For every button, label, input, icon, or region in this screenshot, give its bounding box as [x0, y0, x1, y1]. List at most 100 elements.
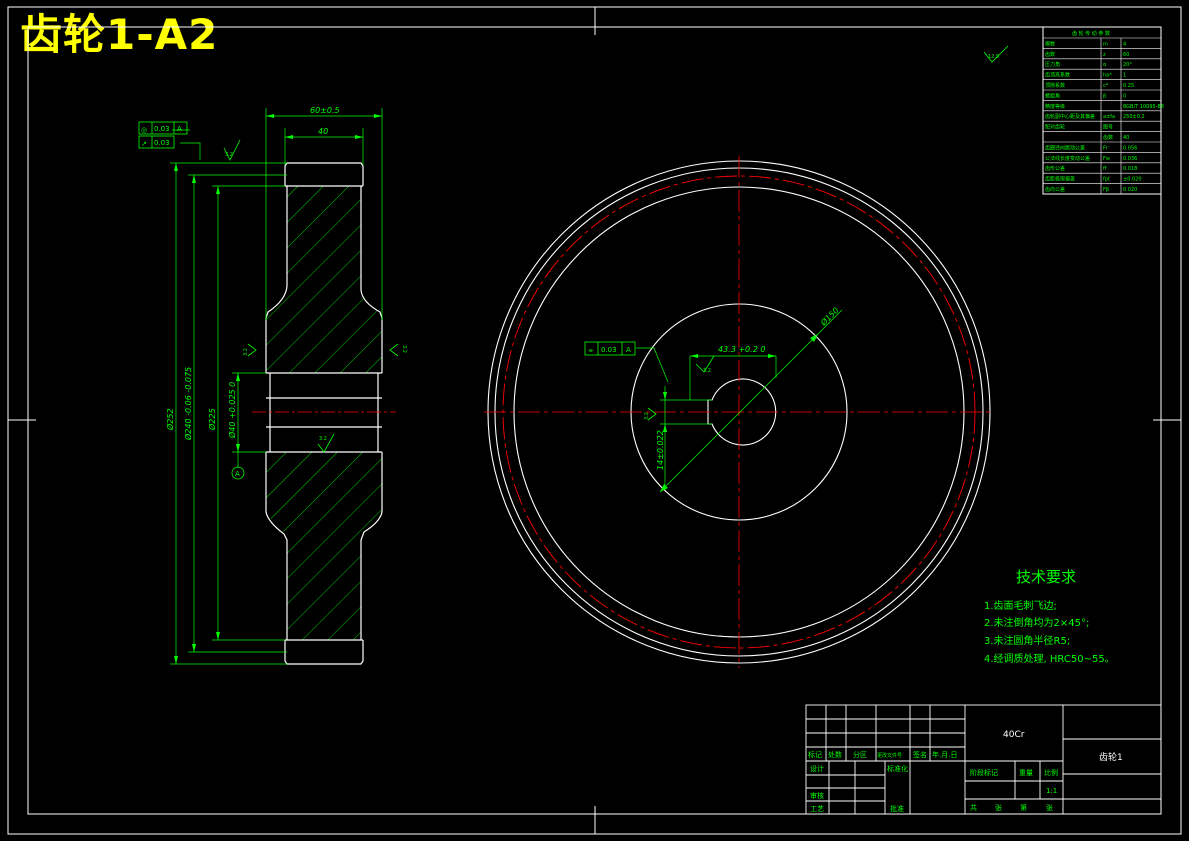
- param-cell: 齿数: [1103, 134, 1113, 141]
- param-cell: fpt: [1103, 177, 1110, 183]
- param-cell: β: [1103, 93, 1106, 99]
- param-cell: 齿顶高系数: [1045, 72, 1070, 79]
- param-cell: 齿向公差: [1045, 186, 1065, 193]
- param-cell: 0.018: [1123, 166, 1137, 172]
- drawing-title: 齿轮1-A2: [20, 10, 219, 59]
- label-mark: 标记: [808, 750, 822, 759]
- tech-req-item-2: 2.未注倒角均为2×45°;: [984, 616, 1089, 629]
- param-cell: 40: [1123, 135, 1129, 141]
- param-cell: 齿圈径向跳动公差: [1045, 144, 1085, 151]
- roughness-key-side: 3.2: [644, 412, 650, 420]
- dim-dia-outer: Ø252: [165, 408, 175, 431]
- param-cell: 齿轮副中心距及其偏差: [1045, 113, 1095, 120]
- tolerance-frame-runout: ↗ 0.03: [138, 135, 175, 149]
- label-standard: 标准化: [887, 764, 908, 773]
- param-cell: 0: [1123, 93, 1126, 99]
- param-cell: 螺旋角: [1045, 92, 1060, 99]
- dim-dia-bore: Ø40 +0.025 0: [227, 382, 237, 439]
- roughness-left: 3.2: [243, 348, 249, 356]
- param-cell: 0.036: [1123, 156, 1137, 162]
- param-cell: 0.020: [1123, 187, 1137, 193]
- title-block: [805, 704, 1162, 815]
- label-stage: 阶段标记: [970, 768, 998, 777]
- side-dimension-lines: [170, 108, 383, 665]
- param-cell: 60: [1123, 52, 1129, 58]
- front-centerlines: [484, 156, 994, 668]
- param-cell: m: [1103, 41, 1108, 47]
- param-cell: 250±0.2: [1123, 114, 1145, 120]
- label-zhang1: 张: [995, 803, 1002, 812]
- tol1-value: 0.03: [154, 125, 170, 133]
- front-tol-datum: A: [626, 346, 631, 354]
- param-cell: 20°: [1123, 62, 1132, 68]
- param-cell: 图号: [1103, 125, 1113, 131]
- label-sign: 签名: [913, 750, 927, 759]
- param-cell: 4: [1123, 41, 1126, 47]
- title-block-texts: 40Cr 齿轮1 标记 处数 分区 更改文件号 签名 年.月.日 设计 标准化 …: [808, 730, 1123, 813]
- dim-width-web: 40: [318, 127, 328, 136]
- datum-a: A: [231, 466, 245, 480]
- param-cell: 精度等级: [1045, 103, 1065, 110]
- tol1-datum: A: [177, 125, 182, 133]
- roughness-right: 3.2: [401, 345, 407, 353]
- side-roughness-values: 3.2 3.2 3.2 3.2: [225, 152, 407, 442]
- roughness-bore: 3.2: [319, 436, 327, 442]
- label-zone: 分区: [853, 750, 867, 759]
- param-cell: 模数: [1045, 40, 1055, 47]
- param-cell: Fβ: [1103, 187, 1109, 193]
- param-cell: 配对齿轮: [1045, 124, 1065, 131]
- front-view: 43.3 +0.2 0 14±0.022 Ø150 3.2 3.2 ⌯ 0.03…: [484, 156, 994, 668]
- label-design: 设计: [810, 764, 824, 773]
- dim-hub-dia: Ø150: [818, 305, 841, 328]
- label-scale: 比例: [1044, 768, 1058, 777]
- dim-width-total: 60±0.5: [310, 106, 340, 115]
- dim-key-width: 14±0.022: [656, 430, 665, 470]
- sheet-frame: [7, 6, 1182, 835]
- param-cell: α: [1103, 62, 1107, 68]
- side-section-view: 60±0.5 40 Ø252 Ø240 -0.06 -0.075 Ø225 Ø4…: [138, 106, 407, 665]
- param-cell: ff: [1103, 166, 1107, 172]
- tol1-symbol: ◎: [141, 126, 147, 134]
- label-weight: 重量: [1019, 769, 1033, 777]
- roughness-keyway: 3.2: [703, 368, 711, 374]
- param-cell: 顶隙系数: [1045, 82, 1065, 89]
- global-roughness: 12.5: [983, 45, 1009, 63]
- tech-req-item-3: 3.未注圆角半径R5;: [984, 634, 1070, 647]
- tolerance-frame-coaxial: ◎ 0.03 A: [138, 121, 188, 135]
- scale-value: 1:1: [1046, 787, 1057, 795]
- dim-dia-root: Ø240 -0.06 -0.075: [183, 367, 193, 441]
- param-table-header: 齿 轮 传 动 参 数: [1072, 30, 1110, 37]
- front-tol-value: 0.03: [601, 346, 617, 354]
- tech-requirements: 技术要求 1.齿面毛刺飞边; 2.未注倒角均为2×45°; 3.未注圆角半径R5…: [984, 568, 1115, 665]
- param-cell: 1: [1123, 73, 1126, 79]
- label-sheet-no: 第: [1020, 803, 1027, 812]
- label-change-doc: 更改文件号: [877, 752, 902, 759]
- side-dim-texts: 60±0.5 40 Ø252 Ø240 -0.06 -0.075 Ø225 Ø4…: [165, 106, 340, 441]
- label-review: 审核: [810, 791, 824, 800]
- param-cell: ±0.020: [1123, 177, 1142, 183]
- tol2-value: 0.03: [154, 139, 170, 147]
- param-cell: 齿距极限偏差: [1045, 176, 1075, 183]
- front-dimension-lines: [636, 309, 843, 493]
- param-cell: 压力角: [1045, 61, 1060, 68]
- dim-key-depth: 43.3 +0.2 0: [718, 345, 765, 354]
- label-sheets-total: 共: [970, 803, 977, 812]
- front-tolerance-frame: ⌯ 0.03 A: [584, 341, 636, 356]
- side-dim-arrows: [174, 114, 382, 664]
- section-outline: [265, 162, 383, 665]
- roughness-top: 3.2: [225, 152, 233, 158]
- param-cell: 齿形公差: [1045, 165, 1065, 172]
- front-tol-symbol: ⌯: [588, 346, 594, 354]
- section-hatch-lower: [266, 452, 382, 640]
- front-roughness-symbols: [647, 355, 715, 421]
- tol2-symbol: ↗: [141, 140, 147, 148]
- param-cell: Fr: [1103, 145, 1109, 151]
- label-process: 工艺: [810, 805, 824, 813]
- side-roughness-symbols: [223, 139, 399, 453]
- label-approve: 批准: [890, 804, 904, 813]
- param-cell: 8GB/T 10095-88: [1123, 104, 1164, 110]
- param-cell: c*: [1103, 83, 1109, 89]
- dim-dia-hub: Ø225: [207, 408, 217, 431]
- material-text: 40Cr: [1003, 730, 1025, 740]
